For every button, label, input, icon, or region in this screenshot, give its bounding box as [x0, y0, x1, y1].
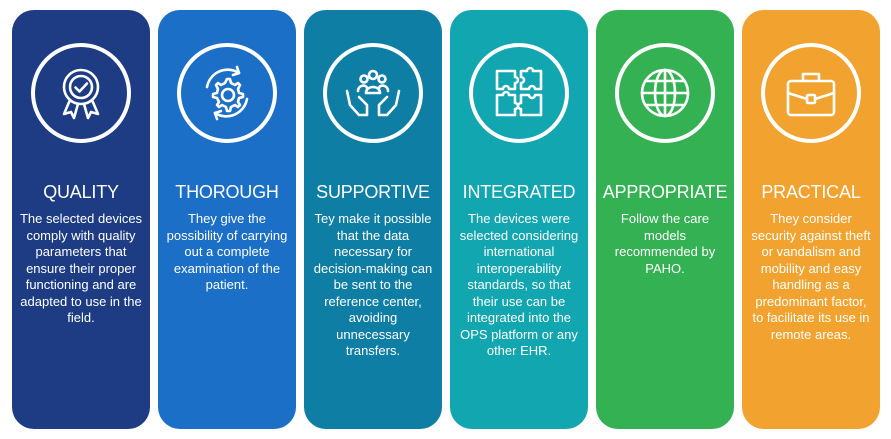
award-ribbon-icon — [31, 43, 131, 143]
briefcase-icon — [761, 43, 861, 143]
gear-cycle-icon — [177, 43, 277, 143]
card-integrated: INTEGRATED The devices were selected con… — [450, 10, 588, 429]
card-description: They give the possibility of carrying ou… — [166, 211, 288, 292]
card-practical: PRACTICAL They consider security against… — [742, 10, 880, 429]
hands-people-icon — [323, 43, 423, 143]
globe-icon — [615, 43, 715, 143]
card-description: The devices were selected considering in… — [459, 211, 579, 358]
card-supportive: SUPPORTIVE Tey make it possible that the… — [304, 10, 442, 429]
puzzle-icon — [469, 43, 569, 143]
card-description: Follow the care models recommended by PA… — [614, 211, 716, 276]
card-description: The selected devices comply with quality… — [19, 211, 143, 325]
card-title: QUALITY — [43, 182, 119, 202]
card-description: Tey make it possible that the data neces… — [313, 211, 433, 358]
card-description: They consider security against theft or … — [751, 211, 871, 342]
card-title: INTEGRATED — [462, 182, 576, 202]
card-title: APPROPRIATE — [602, 182, 728, 202]
card-appropriate: APPROPRIATE Follow the care models recom… — [596, 10, 734, 429]
card-thorough: THOROUGH They give the possibility of ca… — [158, 10, 296, 429]
card-quality: QUALITY The selected devices comply with… — [12, 10, 150, 429]
card-title: THOROUGH — [175, 182, 279, 202]
card-title: PRACTICAL — [761, 182, 861, 202]
card-title: SUPPORTIVE — [316, 182, 430, 202]
